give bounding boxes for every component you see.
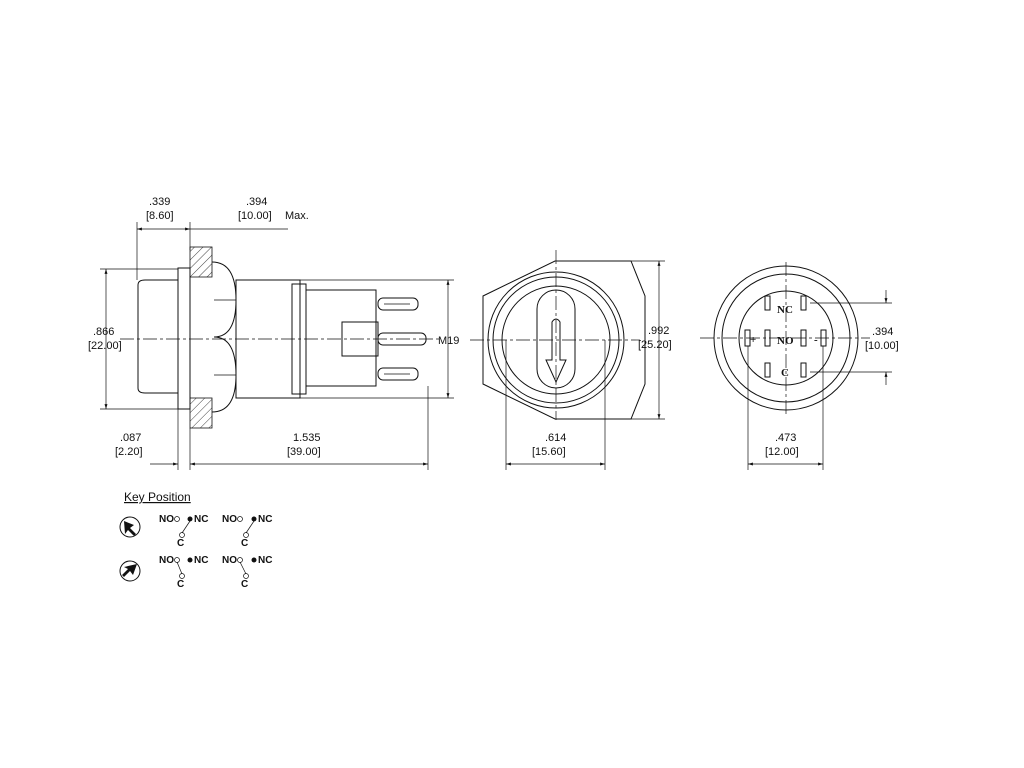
- pin-nc-label: NC: [777, 304, 793, 316]
- key-position-legend: Key Position NO NC C NO NC C: [119, 490, 272, 590]
- dim-394-mm: [10.00]: [238, 210, 272, 222]
- bezel-flange: [177, 267, 191, 410]
- dim-992-mm: [25.20]: [638, 339, 672, 351]
- contact-diagram: NO NC C: [222, 514, 272, 549]
- svg-text:NO: NO: [222, 514, 237, 525]
- svg-text:NO: NO: [159, 514, 174, 525]
- contact-diagram: NO NC C: [159, 555, 208, 590]
- dim-614-inch: .614: [545, 432, 566, 444]
- thread-label: M19: [438, 335, 459, 347]
- key-arrow: [545, 318, 567, 384]
- rear-housing: [305, 289, 377, 387]
- key-arrow-icon: [119, 560, 141, 582]
- svg-text:NC: NC: [258, 514, 272, 525]
- dim-1535-inch: 1.535: [293, 432, 321, 444]
- svg-text:NC: NC: [194, 514, 208, 525]
- svg-text:NO: NO: [222, 555, 237, 566]
- svg-text:C: C: [177, 538, 184, 549]
- dim-394-rear-inch: .394: [872, 326, 893, 338]
- pin-slots: [744, 295, 827, 378]
- dim-614-mm: [15.60]: [532, 446, 566, 458]
- contact-diagram: NO NC C: [222, 555, 272, 590]
- dim-339-inch: .339: [149, 196, 170, 208]
- dim-473-mm: [12.00]: [765, 446, 799, 458]
- key-position-title: Key Position: [124, 490, 191, 504]
- svg-text:NC: NC: [258, 555, 272, 566]
- dim-394-max: Max.: [285, 210, 309, 222]
- pin-plus-label: +: [750, 334, 756, 346]
- dim-992-inch: .992: [648, 325, 669, 337]
- svg-text:C: C: [177, 579, 184, 590]
- side-view: .339 [8.60] .394 [10.00] Max. .866 [22.0…: [88, 196, 459, 470]
- dim-087-inch: .087: [120, 432, 141, 444]
- pin-no-label: NO: [777, 335, 794, 347]
- svg-text:NO: NO: [159, 555, 174, 566]
- key-arrow-icon: [119, 516, 141, 538]
- hex-nut: [211, 261, 237, 413]
- dim-473-inch: .473: [775, 432, 796, 444]
- pin-minus-label: -: [814, 334, 818, 346]
- dim-866-inch: .866: [93, 326, 114, 338]
- svg-text:NC: NC: [194, 555, 208, 566]
- front-view: .992 [25.20] .614 [15.60]: [470, 250, 672, 470]
- dim-339-mm: [8.60]: [146, 210, 174, 222]
- svg-text:C: C: [241, 538, 248, 549]
- dim-866-mm: [22.00]: [88, 340, 122, 352]
- rear-view: NC NO C + - .394 [10.00] .473 [12.00]: [700, 262, 899, 470]
- dim-394-inch: .394: [246, 196, 267, 208]
- panel-section-bottom: [189, 397, 213, 429]
- bezel-head: [137, 279, 179, 394]
- contact-diagram: NO NC C: [159, 514, 208, 549]
- pin-c-label: C: [781, 367, 789, 379]
- svg-text:C: C: [241, 579, 248, 590]
- dim-1535-mm: [39.00]: [287, 446, 321, 458]
- dim-394-rear-mm: [10.00]: [865, 340, 899, 352]
- dim-087-mm: [2.20]: [115, 446, 143, 458]
- panel-section-top: [189, 246, 213, 278]
